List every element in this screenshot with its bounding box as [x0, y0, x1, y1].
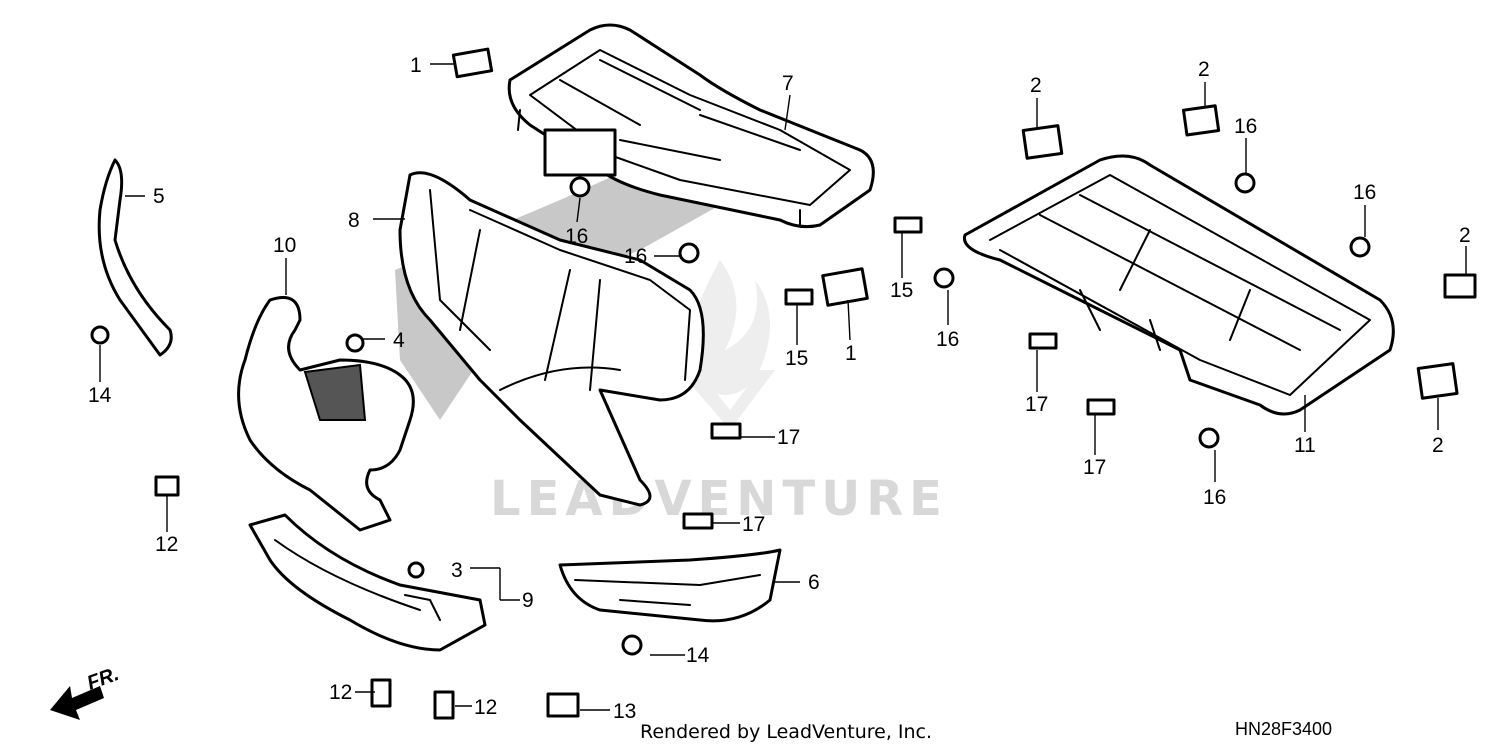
- callout-16: 16: [624, 245, 647, 268]
- callout-15: 15: [785, 347, 808, 370]
- callout-17: 17: [1025, 393, 1048, 416]
- small-fasteners: [90, 47, 1477, 720]
- watermark-text: LEADVENTURE: [490, 471, 948, 527]
- diagram-code: HN28F3400: [1235, 719, 1332, 739]
- callout-labels: 1 1 2 2 2 2 3 4 5 6 7 8 9 10 11 12 12 12…: [88, 54, 1471, 723]
- callout-14: 14: [686, 644, 710, 667]
- callout-9: 9: [522, 589, 534, 612]
- callout-16: 16: [1353, 181, 1376, 204]
- callout-12: 12: [155, 533, 178, 556]
- callout-8: 8: [348, 209, 360, 232]
- front-label: FR.: [84, 663, 122, 695]
- callout-17: 17: [777, 426, 800, 449]
- callout-6: 6: [808, 571, 820, 594]
- front-bracket-part-10: [237, 296, 415, 532]
- callout-11: 11: [1294, 434, 1316, 457]
- side-guard-part-6: [558, 548, 782, 623]
- callout-16: 16: [1234, 115, 1257, 138]
- callout-14: 14: [88, 384, 112, 407]
- callout-12: 12: [474, 696, 497, 719]
- callout-2: 2: [1432, 434, 1444, 457]
- callout-2: 2: [1459, 224, 1471, 247]
- leader-lines: [99, 63, 1467, 711]
- callout-5: 5: [153, 185, 165, 208]
- front-guard-part-8: [398, 171, 705, 507]
- side-guard-part-5: [97, 158, 173, 357]
- callout-17: 17: [1083, 456, 1106, 479]
- callout-2: 2: [1198, 58, 1210, 81]
- render-credit: Rendered by LeadVenture, Inc.: [640, 721, 932, 743]
- callout-3: 3: [451, 559, 463, 582]
- rear-carrier-part-7: [507, 23, 875, 229]
- callout-13: 13: [613, 700, 636, 723]
- callout-16: 16: [565, 225, 588, 248]
- callout-1: 1: [845, 342, 857, 365]
- front-arrow-icon: [50, 686, 104, 720]
- front-carrier-part-11: [962, 154, 1395, 416]
- callout-16: 16: [936, 328, 959, 351]
- callout-7: 7: [782, 72, 794, 95]
- front-direction-indicator: FR.: [50, 663, 122, 720]
- callout-1: 1: [410, 54, 422, 77]
- callout-4: 4: [393, 329, 405, 352]
- callout-10: 10: [273, 234, 296, 257]
- callout-16: 16: [1203, 486, 1226, 509]
- callout-17: 17: [742, 513, 765, 536]
- callout-2: 2: [1030, 74, 1042, 97]
- callout-12: 12: [329, 681, 352, 704]
- skid-plate-part-9: [248, 513, 487, 652]
- callout-15: 15: [890, 279, 913, 302]
